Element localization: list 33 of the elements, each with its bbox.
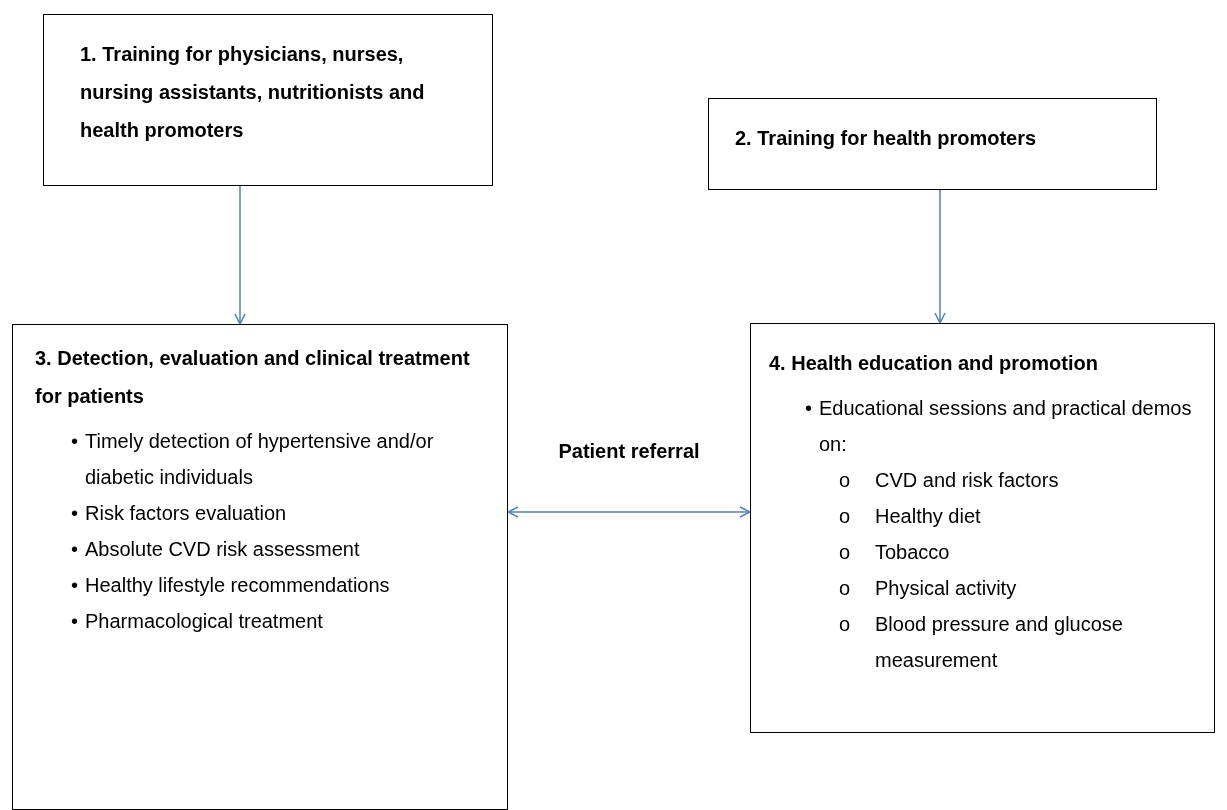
bullet-item: Healthy lifestyle recommendations xyxy=(85,573,390,598)
arrow xyxy=(934,189,946,324)
bullet-marker: o xyxy=(839,576,852,601)
box-heading: 1. Training for physicians, nurses, nursing assistants, nutritionists and health promoters xyxy=(80,42,426,143)
bullet-item: Tobacco xyxy=(875,540,950,565)
process-box xyxy=(750,323,1215,733)
process-box xyxy=(12,324,508,810)
bullet-marker: • xyxy=(71,609,79,634)
bullet-marker: • xyxy=(71,573,79,598)
bullet-item: CVD and risk factors xyxy=(875,468,1059,493)
bullet-item: Blood pressure and glucose measurement xyxy=(875,612,1124,673)
bullet-marker: o xyxy=(839,540,852,565)
bullet-marker: o xyxy=(839,468,852,493)
box-heading: 4. Health education and promotion xyxy=(769,351,1099,376)
bullet-item: Educational sessions and practical demos on: xyxy=(819,396,1193,457)
arrow xyxy=(507,506,751,518)
box-heading: 2. Training for health promoters xyxy=(735,126,1038,151)
process-box xyxy=(43,14,493,186)
bullet-item: Timely detection of hypertensive and/or diabetic individuals xyxy=(85,429,435,490)
bullet-marker: • xyxy=(71,429,79,454)
bullet-marker: • xyxy=(71,501,79,526)
bullet-item: Healthy diet xyxy=(875,504,981,529)
bullet-item: Physical activity xyxy=(875,576,1017,601)
process-box xyxy=(708,98,1157,190)
bullet-marker: • xyxy=(805,396,813,421)
box-heading: 3. Detection, evaluation and clinical treatment for patients xyxy=(35,346,471,409)
bullet-marker: • xyxy=(71,537,79,562)
bullet-item: Absolute CVD risk assessment xyxy=(85,537,360,562)
bullet-item: Risk factors evaluation xyxy=(85,501,287,526)
bullet-item: Pharmacological treatment xyxy=(85,609,323,634)
bullet-marker: o xyxy=(839,612,852,637)
bullet-marker: o xyxy=(839,504,852,529)
arrow xyxy=(234,185,246,325)
